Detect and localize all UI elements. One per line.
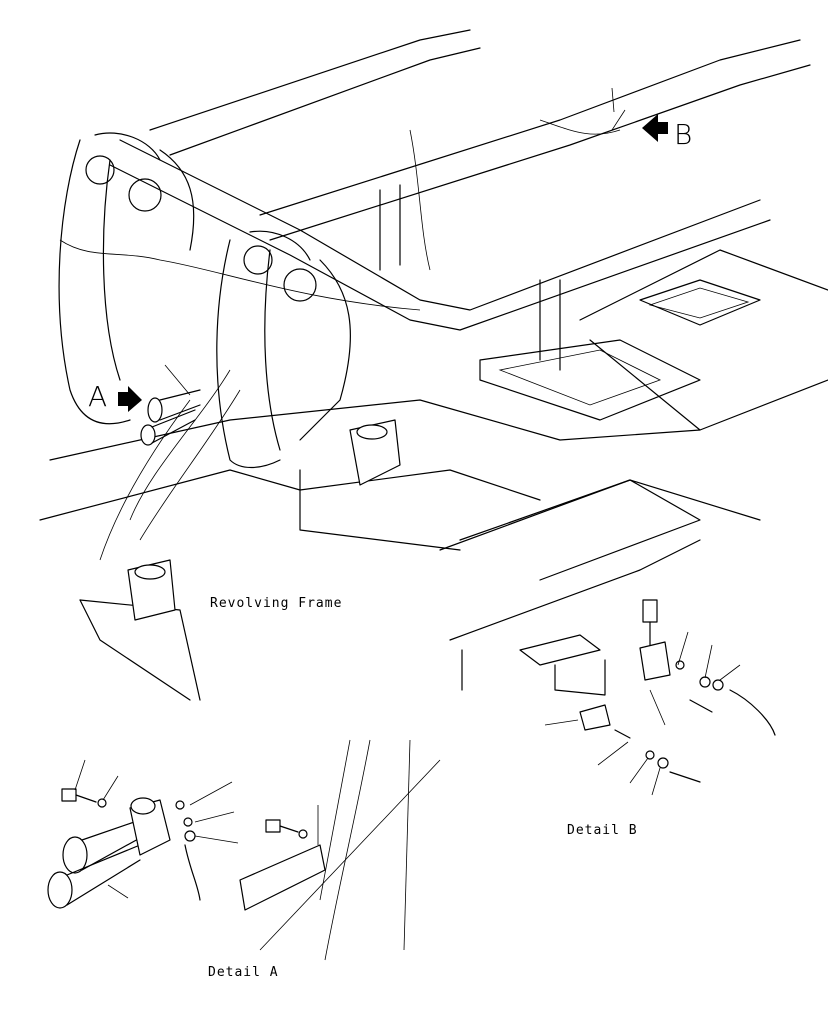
revolving-frame-label: Revolving Frame — [210, 596, 343, 611]
arrow-a-icon — [118, 386, 142, 412]
boom-brackets — [58, 119, 621, 561]
callout-a: A — [88, 380, 108, 413]
detail-a-label: Detail A — [208, 965, 279, 980]
swivel-blocks — [127, 419, 401, 621]
detail-b-label: Detail B — [567, 823, 638, 838]
callout-b: B — [674, 118, 693, 151]
detail-b-drawing — [439, 479, 776, 796]
detail-a-drawing — [47, 739, 441, 961]
leader-lines-b — [611, 87, 626, 131]
horn-assembly-main — [140, 364, 201, 446]
arrow-b-icon — [642, 114, 668, 142]
